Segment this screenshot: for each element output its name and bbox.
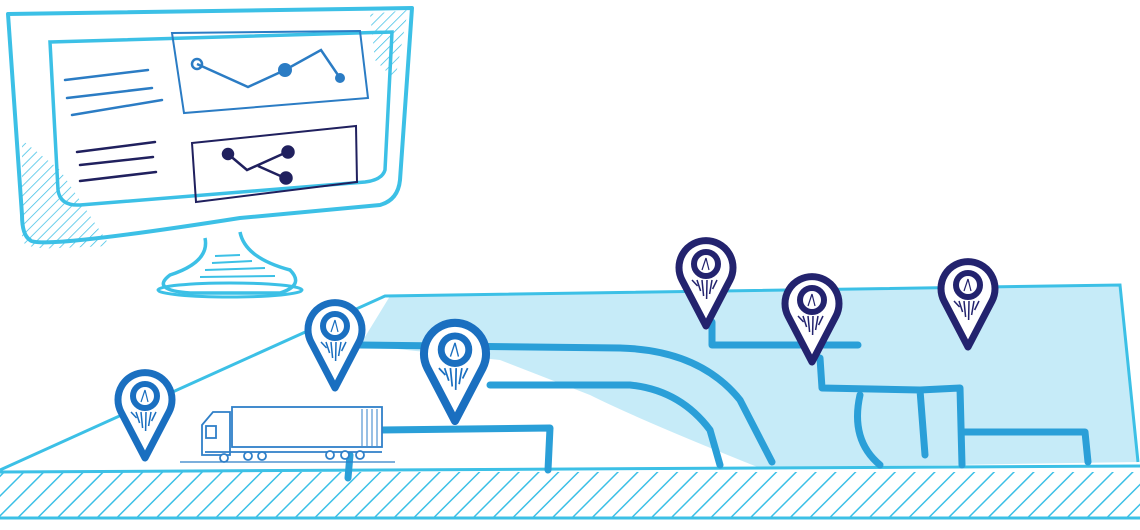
road <box>356 341 776 466</box>
monitor-bezel-hatch <box>22 140 110 249</box>
map-outline <box>0 283 1140 472</box>
location-pin-icon[interactable] <box>304 299 366 392</box>
location-pin-icon[interactable] <box>114 369 176 462</box>
node-graph <box>221 145 295 185</box>
monitor-stand <box>161 231 298 295</box>
ground-top-edge <box>0 464 1140 474</box>
line-chart-point <box>335 73 345 83</box>
node-graph-panel <box>190 124 359 204</box>
location-pin-icon[interactable] <box>675 237 737 330</box>
location-pin-icon[interactable] <box>419 318 491 426</box>
truck-icon <box>180 406 395 463</box>
line-chart-point <box>190 57 204 71</box>
graph-node <box>279 171 293 185</box>
screen-text-lines-top <box>63 68 164 117</box>
road <box>958 428 1092 466</box>
line-chart-line <box>196 48 342 89</box>
roads <box>344 318 1092 482</box>
map <box>0 283 1140 520</box>
monitor-screen <box>48 30 394 207</box>
stand-base <box>156 281 304 299</box>
monitor-bezel <box>6 6 414 245</box>
road <box>486 381 724 469</box>
road <box>916 384 966 469</box>
graph-node <box>221 147 235 161</box>
road <box>816 354 929 459</box>
location-pins <box>114 237 999 462</box>
map-region-fill <box>360 285 1138 468</box>
stand-hatch-lines <box>199 254 276 278</box>
line-chart-panel <box>170 29 370 115</box>
location-pin-icon[interactable] <box>937 258 999 351</box>
graph-node <box>281 145 295 159</box>
monitor <box>6 6 414 299</box>
road <box>854 391 884 469</box>
monitor-corner-hatch <box>370 10 408 80</box>
location-pin-icon[interactable] <box>781 273 843 366</box>
line-chart-point <box>278 63 292 77</box>
screen-text-lines-bottom <box>75 140 158 183</box>
ground-strip <box>0 472 1140 518</box>
road <box>344 451 354 482</box>
road <box>376 424 554 474</box>
